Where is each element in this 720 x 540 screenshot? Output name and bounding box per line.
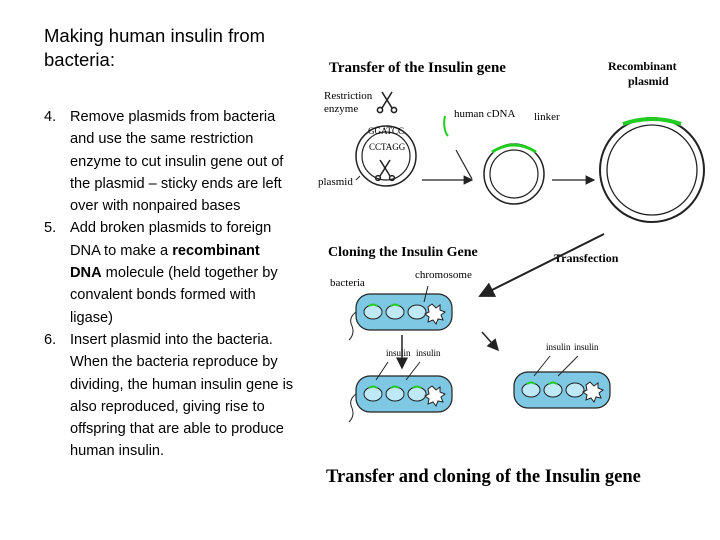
- insulin-gene-diagram: Transfer of the Insulin gene Recombinant…: [318, 59, 705, 487]
- transfer-heading: Transfer of the Insulin gene: [329, 60, 506, 76]
- division-arrow-right: [481, 331, 499, 352]
- chromosome-label: chromosome: [415, 269, 472, 281]
- cut-plasmid-inner: [489, 149, 539, 199]
- step-text: Insert plasmid into the bacteria. When t…: [70, 331, 294, 460]
- step-item: 6. Insert plasmid into the bacteria. Whe…: [44, 329, 294, 463]
- step-item: 5. Add broken plasmids to foreign DNA to…: [44, 217, 294, 328]
- step-text-before: Add broken plasmids to foreign DNA to ma…: [70, 220, 272, 259]
- transfection-arrow: [478, 233, 605, 297]
- bacterium-cell: [513, 371, 611, 409]
- step-number: 6.: [44, 331, 57, 348]
- plasmid-label: plasmid: [318, 176, 353, 188]
- steps-list: 4. Remove plasmids from bacteria and use…: [44, 106, 294, 463]
- step-text-after: molecule (held together by convalent bon…: [70, 265, 278, 326]
- insulin-label: insulin: [546, 342, 571, 352]
- gene-insert: [491, 143, 537, 154]
- step-item: 4. Remove plasmids from bacteria and use…: [44, 106, 294, 217]
- recombinant-gene: [622, 117, 682, 126]
- restriction-label-line1: Restriction: [324, 90, 373, 102]
- cdna-label: human cDNA: [454, 108, 515, 120]
- step-number: 4.: [44, 109, 57, 125]
- cloning-heading: Cloning the Insulin Gene: [328, 245, 478, 260]
- restriction-label-line2: enzyme: [324, 103, 358, 115]
- sequence-top: GGATCC: [368, 126, 404, 136]
- cdna-strand: [443, 115, 449, 137]
- chromosome-pointer: [423, 285, 429, 303]
- scissors-icon: [376, 91, 398, 114]
- slide-title: Making human insulin from bacteria:: [44, 25, 266, 70]
- bacterium-cell: [348, 293, 453, 341]
- recombinant-plasmid: [599, 117, 705, 223]
- linker-label: linker: [534, 111, 560, 123]
- sequence-bottom: CCTAGG: [369, 142, 406, 152]
- step-text: Remove plasmids from bacteria and use th…: [70, 109, 284, 215]
- insulin-label: insulin: [574, 342, 599, 352]
- recombinant-dna-term: recombinant DNA: [70, 242, 260, 282]
- insulin-label: insulin: [416, 348, 441, 358]
- bacterium-cell: [348, 375, 453, 423]
- step-number: 5.: [44, 220, 57, 237]
- bacteria-label: bacteria: [330, 277, 365, 289]
- source-plasmid: [355, 125, 417, 187]
- source-plasmid-inner: [361, 131, 411, 181]
- transfection-label: Transfection: [554, 251, 619, 265]
- plasmid-pointer: [355, 175, 361, 181]
- recombinant-label-line1: Recombinant: [608, 59, 677, 73]
- arrow-to-cut-plasmid: [455, 149, 473, 180]
- insulin-pointer: [375, 361, 421, 381]
- recombinant-label-line2: plasmid: [628, 74, 669, 88]
- insulin-label: insulin: [386, 348, 411, 358]
- insulin-pointer: [533, 355, 579, 377]
- recombinant-plasmid-inner: [606, 124, 698, 216]
- figure-caption: Transfer and cloning of the Insulin gene: [326, 467, 641, 487]
- scissors-icon: [374, 159, 396, 182]
